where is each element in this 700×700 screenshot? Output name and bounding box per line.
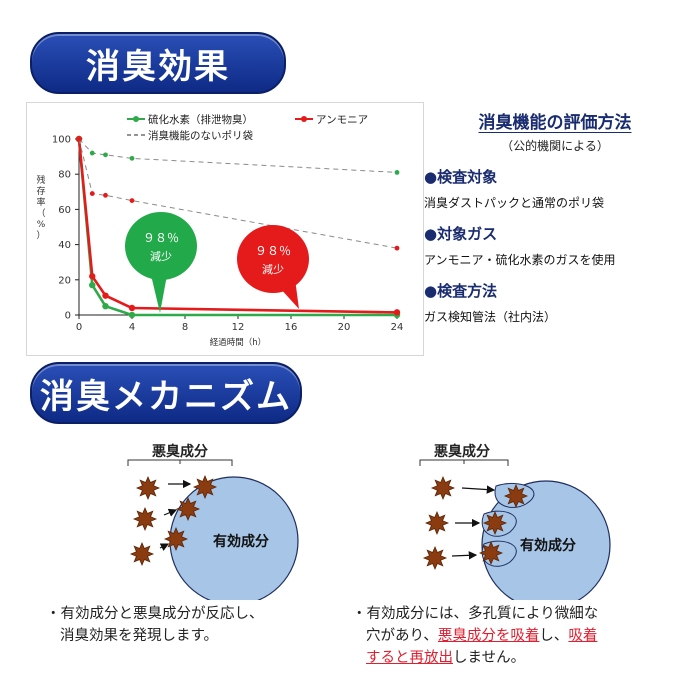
- eval-text-target: 消臭ダストパックと通常のポリ袋: [424, 196, 605, 210]
- caption-emphasis: 悪臭成分を吸着: [437, 628, 540, 644]
- y-tick-label: 60: [58, 205, 71, 216]
- callout-bubble: [125, 212, 197, 280]
- x-tick-label: 4: [129, 322, 135, 333]
- odor-particle: [422, 545, 448, 571]
- deodorant-chart: 0 20 40 60 80 100 0 4 8 12 16 20 24 経過時間（h） 残存率（%） 硫化水素…: [26, 102, 424, 356]
- odor-particle: [424, 510, 450, 536]
- left-core-label: 有効成分: [213, 533, 269, 550]
- legend-swatch-dot: [133, 116, 139, 122]
- callout-value: ９８％: [143, 231, 179, 245]
- data-point: [393, 309, 401, 316]
- mechanism-section-title: 消臭メカニズム: [30, 362, 302, 424]
- callout-tail: [151, 275, 167, 313]
- odor-particle: [132, 506, 158, 532]
- data-point: [103, 152, 108, 158]
- left-odor-particles: [129, 474, 218, 567]
- right-caption-line1: ・有効成分には、多孔質により微細な: [352, 606, 599, 622]
- odor-particle: [129, 541, 155, 567]
- data-point: [89, 191, 95, 196]
- y-tick-label: 20: [58, 275, 71, 286]
- right-core-sphere: [481, 480, 611, 600]
- eval-text-method: ガス検知管法（社内法）: [424, 310, 557, 324]
- right-core-label: 有効成分: [520, 537, 576, 554]
- x-tick-label: 0: [76, 322, 82, 333]
- right-odor-label: 悪臭成分: [434, 443, 490, 460]
- legend-label: 消臭機能のないポリ袋: [148, 129, 253, 142]
- x-tick-label: 12: [232, 322, 245, 333]
- caption-text: し、: [539, 628, 569, 644]
- eval-heading-gas: ●対象ガス: [424, 225, 498, 243]
- callout-label: 減少: [150, 249, 172, 263]
- odor-particle: [503, 483, 529, 509]
- eval-heading-target: ●検査対象: [424, 168, 498, 186]
- right-arrow: [461, 485, 496, 494]
- mechanism-diagram: 悪臭成分 有効成分 悪臭成分 有効成分: [127, 443, 611, 600]
- right-odor-particles: [422, 475, 529, 571]
- right-caption-line3: すると再放出しません。: [352, 647, 682, 669]
- series-line: [77, 138, 397, 317]
- data-point: [129, 155, 135, 161]
- series-line: [77, 138, 398, 314]
- caption-emphasis: 吸着: [568, 628, 598, 644]
- eval-heading-method: ●検査方法: [424, 282, 498, 300]
- left-arrow: [163, 508, 178, 517]
- evaluation-panel: 消臭機能の評価方法 （公的機関による） ●検査対象 消臭ダストパックと通常のポリ…: [424, 108, 686, 325]
- odor-particle: [430, 475, 456, 501]
- reference-series-line: [78, 138, 398, 173]
- right-caption: ・有効成分には、多孔質により微細な 穴があり、悪臭成分を吸着し、吸着 すると再放…: [352, 603, 682, 669]
- data-point: [128, 311, 136, 319]
- chart-svg: 0 20 40 60 80 100 0 4 8 12 16 20 24 経過時間（h） 残存率（%） 硫化水素…: [36, 113, 404, 348]
- y-axis-label: 残存率（%）: [36, 174, 45, 241]
- y-tick-label: 100: [52, 135, 71, 146]
- left-caption-line2: 消臭効果を発現します。: [60, 628, 219, 644]
- evaluation-title: 消臭機能の評価方法: [478, 113, 632, 133]
- legend-swatch-dot: [301, 116, 307, 122]
- evaluation-subtitle: （公的機関による）: [501, 139, 609, 153]
- data-point: [394, 170, 400, 175]
- left-odor-label: 悪臭成分: [152, 443, 208, 460]
- odor-particle: [163, 526, 189, 552]
- data-point: [129, 198, 135, 203]
- data-point: [394, 245, 400, 251]
- callout-value: ９８％: [255, 244, 291, 258]
- left-caption: ・有効成分と悪臭成分が反応し、 消臭効果を発現します。: [46, 603, 326, 647]
- effect-section-title: 消臭効果: [30, 32, 286, 94]
- x-tick-label: 20: [338, 322, 351, 333]
- caption-text: 穴があり、: [366, 628, 438, 644]
- x-tick-label: 24: [391, 322, 404, 333]
- data-point: [89, 273, 96, 280]
- left-caption-line1: ・有効成分と悪臭成分が反応し、: [46, 606, 264, 622]
- odor-particle: [192, 474, 218, 500]
- y-tick-label: 0: [65, 311, 71, 322]
- odor-particle: [482, 510, 508, 536]
- y-tick-label: 40: [58, 240, 71, 251]
- callout-label: 減少: [262, 262, 284, 276]
- x-axis-label: 経過時間（h）: [210, 337, 266, 348]
- legend-label: アンモニア: [316, 114, 368, 126]
- x-tick-label: 16: [285, 322, 298, 333]
- odor-particle: [135, 475, 161, 501]
- callout-bubble: [237, 225, 309, 293]
- odor-particle: [175, 496, 201, 522]
- data-point: [102, 292, 109, 299]
- caption-text: しません。: [453, 650, 526, 666]
- data-point: [128, 304, 136, 312]
- data-point: [76, 136, 82, 142]
- legend-label: 硫化水素（排泄物臭）: [148, 113, 253, 126]
- data-point: [103, 192, 108, 198]
- caption-emphasis: すると再放出: [366, 650, 453, 666]
- data-point: [89, 281, 96, 289]
- odor-particle: [478, 540, 504, 566]
- right-arrow: [451, 551, 478, 560]
- data-point: [89, 150, 95, 156]
- eval-text-gas: アンモニア・硫化水素のガスを使用: [424, 253, 616, 267]
- reference-series-line: [78, 138, 398, 249]
- x-tick-label: 8: [182, 322, 188, 333]
- data-point: [102, 303, 109, 310]
- right-caption-line2: 穴があり、悪臭成分を吸着し、吸着: [352, 625, 682, 647]
- left-arrow: [159, 543, 170, 551]
- y-tick-label: 80: [58, 170, 71, 181]
